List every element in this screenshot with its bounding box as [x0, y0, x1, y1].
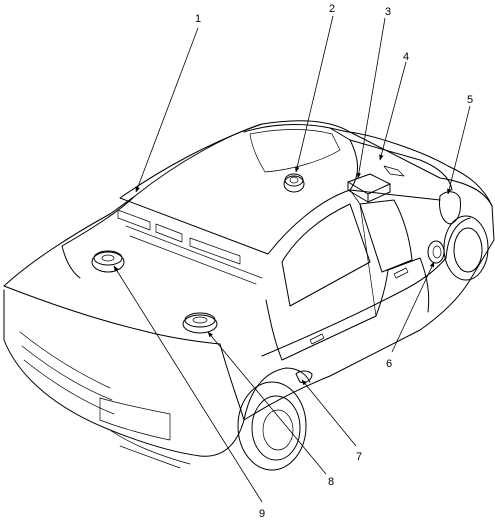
rear-side-window	[359, 199, 413, 273]
callout-9: 9	[259, 508, 265, 520]
leader-1	[135, 27, 199, 193]
leader-5	[447, 105, 471, 195]
hood-outline	[3, 120, 495, 287]
front-side-window	[281, 203, 371, 307]
door-handle-front	[309, 333, 325, 345]
callout-1: 1	[195, 13, 201, 25]
callout-8: 8	[328, 476, 334, 488]
callout-4: 4	[403, 51, 409, 63]
callout-6: 6	[386, 358, 392, 370]
callout-3: 3	[385, 6, 391, 18]
front-wheel-arch	[243, 367, 311, 421]
car-body	[3, 120, 495, 469]
leader-6	[391, 261, 435, 353]
callout-7: 7	[356, 451, 362, 463]
rear-wheel-arch	[445, 217, 471, 259]
front-rim	[251, 395, 301, 461]
leader-7	[301, 379, 357, 447]
grille	[19, 331, 115, 415]
hood-speaker-left	[91, 250, 125, 273]
side-body	[219, 239, 495, 421]
bumper-crease	[109, 429, 191, 469]
leader-9	[113, 265, 263, 503]
rear-shelf-bracket	[383, 165, 405, 177]
leader-2	[294, 15, 334, 173]
roof-outline	[243, 124, 358, 191]
front-door	[265, 269, 389, 361]
front-tire	[237, 381, 307, 471]
rear-rim	[453, 227, 483, 273]
cowl-line	[61, 195, 136, 279]
rear-lamp	[439, 191, 461, 225]
front-bumper	[3, 289, 245, 457]
dash-vents	[117, 209, 263, 285]
leader-4	[379, 61, 407, 161]
rear-wheel	[443, 215, 489, 281]
rear-shelf-unit	[347, 173, 391, 203]
hood-front-edge	[3, 285, 221, 345]
rear-tire	[443, 215, 489, 281]
door-pillar	[349, 189, 377, 317]
rear-window	[349, 139, 453, 201]
sill	[261, 257, 447, 357]
rear-door	[387, 257, 430, 313]
roof-speaker	[283, 173, 305, 193]
callout-2: 2	[329, 3, 335, 15]
headlight	[99, 397, 171, 441]
leader-lines	[113, 15, 471, 503]
leader-3	[356, 17, 386, 179]
callout-labels: 1 2 3 4 5 6 7 8 9	[195, 3, 473, 520]
trunk	[329, 127, 493, 207]
front-hub	[262, 409, 294, 451]
door-handle-rear	[393, 267, 409, 279]
sunroof	[249, 129, 341, 173]
side-doors	[265, 189, 430, 361]
callout-5: 5	[467, 94, 473, 106]
windshield	[119, 123, 351, 255]
hood-speaker-right	[182, 312, 218, 334]
front-wheel	[237, 367, 311, 471]
rear-side-speaker	[427, 240, 445, 264]
leader-8	[207, 331, 327, 475]
